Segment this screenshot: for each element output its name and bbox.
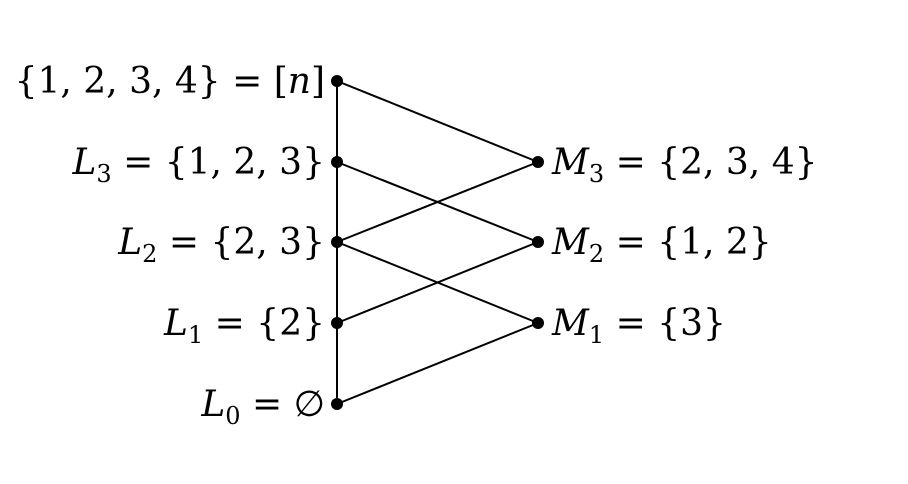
label-l2: L2 = {2, 3} <box>117 222 325 268</box>
label-l1-value: = {2} <box>203 303 325 344</box>
node-m1 <box>532 317 544 329</box>
label-m3-subscript: 3 <box>589 160 604 188</box>
node-l4 <box>331 75 343 87</box>
label-m3-value: = {2, 3, 4} <box>604 142 817 183</box>
label-l3: L3 = {1, 2, 3} <box>71 142 325 188</box>
node-l0 <box>331 398 343 410</box>
label-l4-close-bracket: ] <box>311 61 325 102</box>
node-l2 <box>331 236 343 248</box>
edges-layer <box>336 80 539 405</box>
label-l4-value: = {1, 2, 3, 4} = [ <box>0 61 288 102</box>
edge-l3-m2 <box>336 161 539 243</box>
label-m1-symbol: M <box>551 303 590 344</box>
label-l0-value: = ∅ <box>241 384 325 425</box>
label-l2-value: = {2, 3} <box>157 222 325 263</box>
label-l4: L4 = {1, 2, 3, 4} = [n] <box>0 61 325 107</box>
label-l3-subscript: 3 <box>96 160 111 188</box>
node-m2 <box>532 236 544 248</box>
label-l1-symbol: L <box>163 303 188 344</box>
label-m1: M1 = {3} <box>551 303 726 349</box>
label-m2-subscript: 2 <box>589 240 604 268</box>
node-l3 <box>331 156 343 168</box>
label-l3-symbol: L <box>71 142 96 183</box>
label-m1-value: = {3} <box>604 303 726 344</box>
label-l1: L1 = {2} <box>163 303 325 349</box>
label-l0-symbol: L <box>200 384 225 425</box>
labels-layer: L4 = {1, 2, 3, 4} = [n]L3 = {1, 2, 3}L2 … <box>0 61 818 430</box>
edge-l0-m1 <box>336 322 539 405</box>
label-l4-n: n <box>288 61 311 102</box>
edge-l2-m1 <box>336 241 539 324</box>
label-m2-symbol: M <box>551 222 590 263</box>
node-l1 <box>331 317 343 329</box>
label-l1-subscript: 1 <box>188 321 203 349</box>
label-m3-symbol: M <box>551 142 590 183</box>
label-m3: M3 = {2, 3, 4} <box>551 142 818 188</box>
label-l3-value: = {1, 2, 3} <box>112 142 325 183</box>
node-m3 <box>532 156 544 168</box>
edge-l4-m3 <box>336 80 539 163</box>
label-l2-symbol: L <box>117 222 142 263</box>
label-l2-subscript: 2 <box>142 240 157 268</box>
label-l0-subscript: 0 <box>225 402 240 430</box>
label-m2: M2 = {1, 2} <box>551 222 772 268</box>
label-m1-subscript: 1 <box>589 321 604 349</box>
nodes-layer <box>331 75 544 410</box>
label-m2-value: = {1, 2} <box>604 222 772 263</box>
label-l0: L0 = ∅ <box>200 384 325 430</box>
